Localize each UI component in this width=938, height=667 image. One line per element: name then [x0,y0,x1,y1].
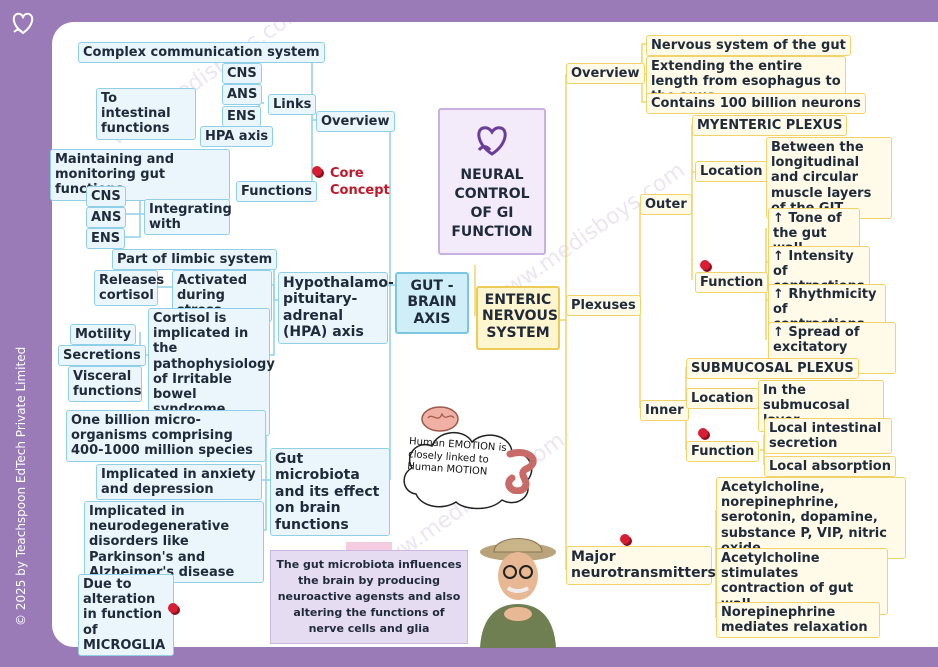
link-ans: ANS [222,84,263,106]
pin-icon [168,603,178,613]
brain-icon [421,406,459,432]
maintaining-node: Maintaining and monitoring gut functions [50,149,230,201]
gut-brain-axis-node: GUT - BRAIN AXIS [395,272,469,334]
integrating-ens: ENS [86,228,126,250]
heart-logo-icon [12,12,34,35]
central-topic: NEURAL CONTROL OF GI FUNCTION [438,108,546,255]
pin-icon [698,428,708,438]
integrating-cns: CNS [86,186,126,208]
pin-icon [700,260,710,270]
submucosal-plexus-node: SUBMUCOSAL PLEXUS [686,358,859,380]
info-note: The gut microbiota influences the brain … [270,550,468,644]
professor-icon [480,538,556,648]
enteric-nervous-system-node: ENTERIC NERVOUS SYSTEM [476,286,560,350]
integrating-node: Integrating with [144,199,232,236]
inner-function-1: Local intestinal secretion [764,418,892,455]
links-node: Links [268,94,317,116]
plexuses-node: Plexuses [566,295,641,317]
neurodegenerative-node: Implicated in neurodegenerative disorder… [84,501,264,584]
complex-communication-node: Complex communication system [78,42,325,64]
inner-node: Inner [640,400,689,422]
limbic-node: Part of limbic system [112,249,278,271]
ens-overview-item-1: Nervous system of the gut [646,35,851,57]
motility-node: Motility [70,324,137,346]
integrating-ans: ANS [86,207,127,229]
outer-function-node: Function [695,272,769,294]
inner-location-node: Location [686,388,759,410]
copyright-text: © 2025 by Teachspoon EdTech Private Limi… [14,346,28,626]
pin-icon [312,166,322,176]
ens-overview-item-3: Contains 100 billion neurons [646,93,866,115]
link-cns: CNS [222,63,262,85]
link-ens: ENS [222,106,262,128]
ens-overview-node: Overview [566,63,645,85]
neurotransmitters-node: Major neurotransmitters [566,546,716,585]
outer-node: Outer [640,194,692,216]
inner-function-node: Function [686,441,760,463]
microorganisms-node: One billion micro-organisms comprising 4… [66,410,266,462]
gut-microbiota-node: Gut microbiota and its effect on brain f… [270,448,390,536]
heart-stethoscope-icon [477,126,507,156]
visceral-functions-node: Visceral functions [68,366,142,403]
hpa-axis-node: Hypothalamo-pituitary-adrenal (HPA) axis [278,272,394,344]
myenteric-plexus-node: MYENTERIC PLEXUS [692,115,848,137]
secretions-node: Secretions [58,345,146,367]
to-intestinal-node: To intestinal functions [96,88,196,140]
outer-location-detail: Between the longitudinal and circular mu… [766,137,892,220]
releases-cortisol-node: Releases cortisol [94,270,164,307]
link-hpa-axis: HPA axis [200,126,274,148]
intestine-icon [505,449,537,494]
functions-node: Functions [236,181,318,203]
pin-icon [620,534,630,544]
outer-location-node: Location [695,161,768,183]
microglia-node: Due to alteration in function of MICROGL… [78,574,174,657]
neurotransmitter-list: Acetylcholine, norepinephrine, serotonin… [716,477,906,560]
anxiety-depression-node: Implicated in anxiety and depression [96,464,262,501]
overview-node: Overview [316,111,395,133]
norepinephrine-node: Norepinephrine mediates relaxation [716,602,880,639]
inner-function-2: Local absorption [764,456,896,478]
core-concept-label: Core Concept [330,166,390,198]
central-title: NEURAL CONTROL OF GI FUNCTION [451,167,533,240]
